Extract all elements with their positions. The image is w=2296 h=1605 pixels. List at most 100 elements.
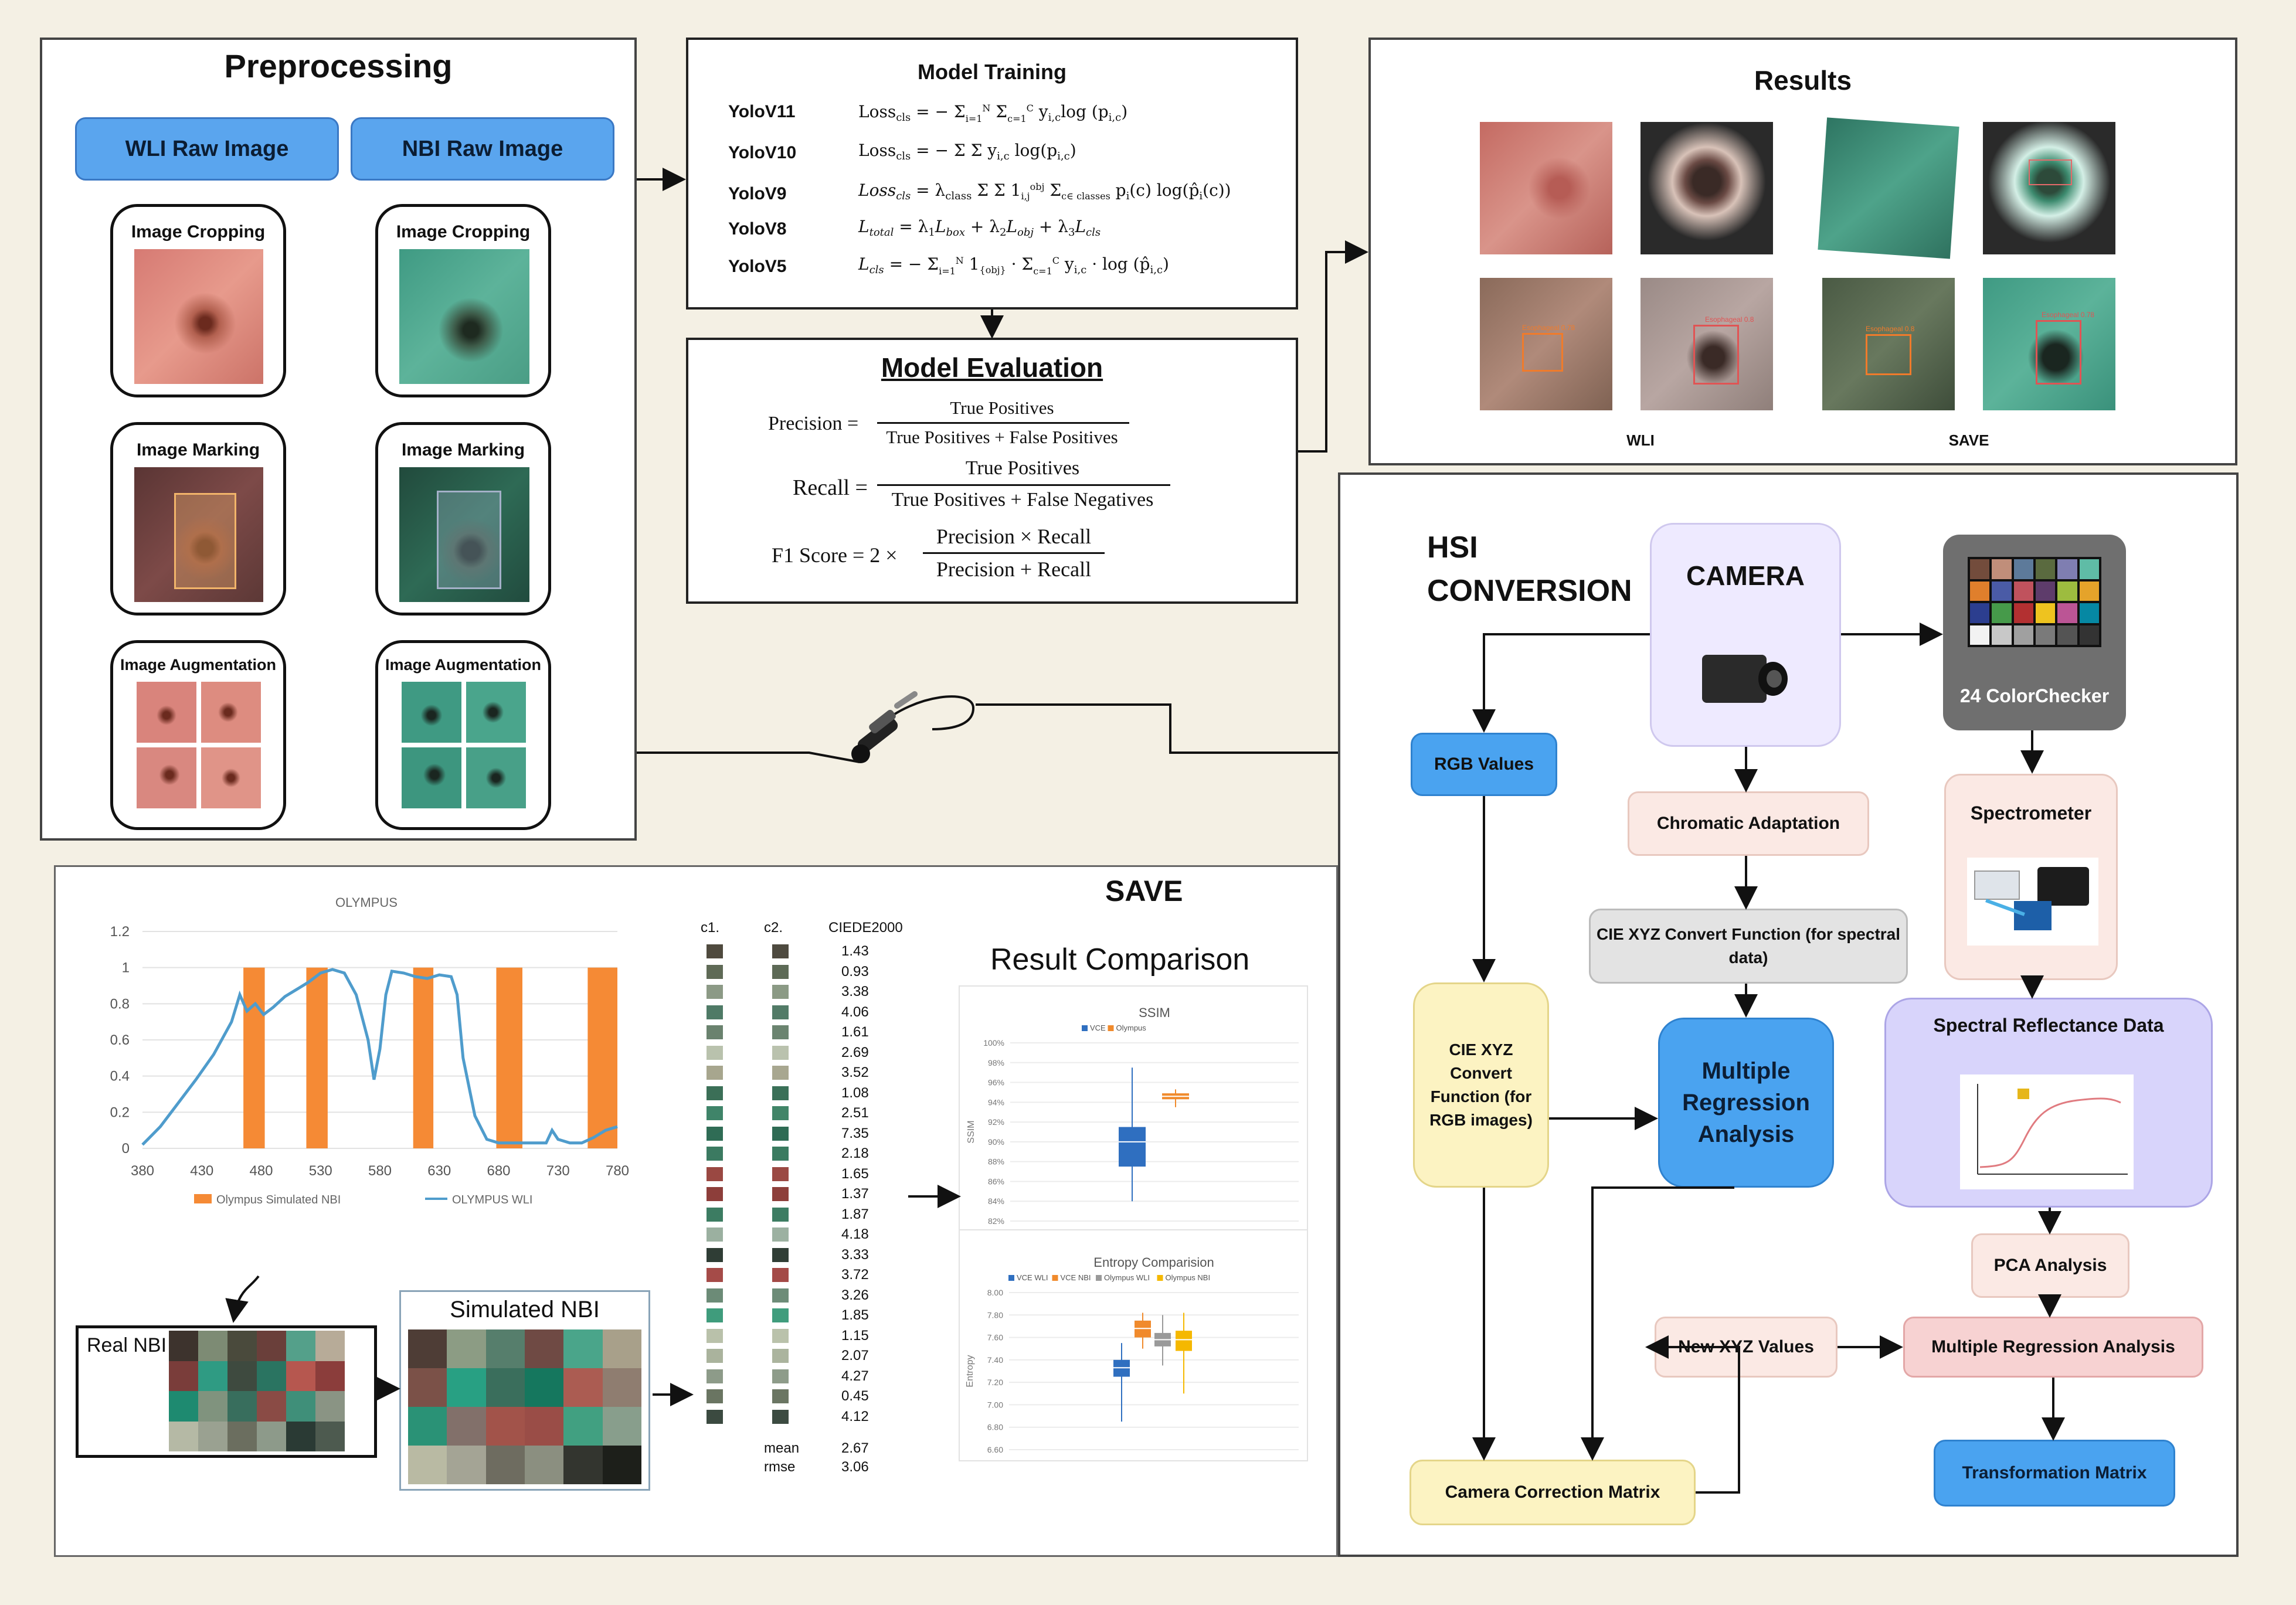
box-y-tick: 7.20	[987, 1378, 1003, 1387]
ciede-value: 4.18	[841, 1226, 869, 1242]
spectrometer-node[interactable]: Spectrometer	[1944, 774, 2118, 980]
camera-label: CAMERA	[1686, 560, 1805, 591]
color-swatch	[707, 1369, 723, 1383]
wli-image-marking-step: Image Marking	[110, 422, 286, 616]
box-y-tick: 6.60	[987, 1445, 1003, 1454]
simulated-nbi-box: Simulated NBI	[399, 1290, 650, 1491]
mra-line: Regression	[1682, 1090, 1810, 1116]
spectral-reflectance-label: Spectral Reflectance Data	[1933, 1015, 2164, 1036]
box-y-tick: 88%	[988, 1157, 1004, 1167]
color-swatch	[707, 1227, 723, 1242]
colorchecker-patch	[2079, 625, 2099, 645]
model-evaluation-panel: Model Evaluation Precision = True Positi…	[686, 338, 1298, 604]
results-save-label: SAVE	[1948, 431, 1989, 449]
multiple-regression-small-node[interactable]: Multiple Regression Analysis	[1903, 1317, 2203, 1378]
f1-denominator: Precision + Recall	[936, 557, 1092, 581]
f1-fraction-bar	[923, 552, 1105, 554]
color-swatch	[707, 1025, 723, 1039]
nbi-patch	[227, 1361, 257, 1391]
color-swatch	[772, 1328, 789, 1343]
nbi-patch	[257, 1361, 286, 1391]
colorchecker-node[interactable]: 24 ColorChecker	[1943, 535, 2126, 730]
color-swatch	[772, 1369, 789, 1383]
ciede-value: 1.37	[841, 1186, 869, 1202]
wli-augmented-image	[137, 747, 196, 808]
nbi-patch	[525, 1446, 564, 1484]
box-legend-label: Olympus NBI	[1166, 1273, 1211, 1282]
colorchecker-grid	[1968, 557, 2101, 647]
results-panel: Results Esophageal 0.78 Esophageal 0.8 E…	[1368, 38, 2237, 465]
colorchecker-patch	[1992, 559, 2012, 579]
cie-rgb-line: CIE XYZ	[1449, 1040, 1513, 1059]
color-swatch	[707, 1328, 723, 1343]
nbi-patch	[227, 1421, 257, 1451]
camera-node[interactable]: CAMERA	[1650, 523, 1841, 747]
legend-nbi-swatch	[194, 1194, 212, 1203]
nbi-patch	[485, 1329, 525, 1368]
nbi-patch	[563, 1446, 603, 1484]
preprocessing-panel: Preprocessing WLI Raw Image NBI Raw Imag…	[40, 38, 637, 841]
colorchecker-patch	[1970, 559, 1990, 579]
ssim-chart-card	[959, 985, 1308, 1230]
spectral-reflectance-node[interactable]: Spectral Reflectance Data	[1884, 998, 2213, 1208]
box-legend-label: VCE NBI	[1061, 1273, 1091, 1282]
mra-small-label: Multiple Regression Analysis	[1931, 1337, 2175, 1356]
multiple-regression-big-node[interactable]: Multiple Regression Analysis	[1658, 1018, 1834, 1188]
wli-image-cropping-step: Image Cropping	[110, 204, 286, 397]
nbi-image-augmentation-step: Image Augmentation	[375, 640, 551, 830]
nbi-raw-image-button[interactable]: NBI Raw Image	[351, 117, 614, 181]
step-label: Image Cropping	[396, 222, 531, 242]
x-tick-label: 730	[546, 1163, 570, 1179]
detection-label: Esophageal 0.8	[1866, 325, 1915, 333]
box-y-tick: 100%	[983, 1038, 1004, 1048]
nbi-patch	[525, 1329, 564, 1368]
color-swatch	[707, 1349, 723, 1363]
wli-raw-image-button[interactable]: WLI Raw Image	[75, 117, 339, 181]
ciede-value: 3.72	[841, 1267, 869, 1283]
nbi-patch	[602, 1446, 641, 1484]
color-swatch	[772, 1126, 789, 1141]
precision-numerator: True Positives	[950, 397, 1054, 418]
nbi-augmented-image	[402, 747, 461, 808]
nbi-patch	[257, 1331, 286, 1361]
ciede-value: 2.51	[841, 1105, 869, 1121]
ciede-value: 7.35	[841, 1125, 869, 1141]
cie-rgb-line: Convert	[1450, 1064, 1512, 1082]
cie-xyz-rgb-node[interactable]: CIE XYZ Convert Function (for RGB images…	[1413, 982, 1549, 1188]
color-swatch	[772, 1268, 789, 1282]
entropy-chart-card	[959, 1229, 1308, 1461]
detection-box	[1693, 325, 1739, 385]
camera-correction-matrix-node[interactable]: Camera Correction Matrix	[1409, 1460, 1696, 1525]
nbi-patch	[563, 1407, 603, 1446]
f1-label: F1 Score = 2 ×	[772, 543, 898, 567]
colorchecker-patch	[1992, 581, 2012, 601]
color-swatch	[707, 1308, 723, 1322]
real-nbi-grid	[169, 1331, 345, 1451]
rmse-label: rmse	[764, 1459, 796, 1475]
color-swatch	[772, 1349, 789, 1363]
nbi-band-bar	[306, 967, 328, 1148]
ciede-value: 3.33	[841, 1246, 869, 1263]
y-tick-label: 1	[122, 960, 130, 976]
color-swatch	[772, 1086, 789, 1100]
camera-icon	[1702, 642, 1790, 706]
result-wli-image	[1641, 122, 1773, 254]
transformation-matrix-node[interactable]: Transformation Matrix	[1934, 1440, 2175, 1507]
chromatic-adaptation-node[interactable]: Chromatic Adaptation	[1628, 791, 1869, 856]
nbi-patch	[525, 1407, 564, 1446]
ciede-value: 0.45	[841, 1388, 869, 1404]
rgb-values-node[interactable]: RGB Values	[1411, 733, 1557, 796]
loss-formulas: Losscls = − Σi=1N Σc=1C yi,clog (pi,c) L…	[858, 102, 1231, 277]
precision-denominator: True Positives + False Positives	[886, 427, 1118, 447]
color-swatch	[772, 1025, 789, 1039]
new-xyz-values-node[interactable]: New XYZ Values	[1655, 1317, 1838, 1378]
color-swatch	[772, 1045, 789, 1060]
nbi-patch	[485, 1368, 525, 1407]
colorchecker-patch	[1970, 603, 1990, 623]
colorchecker-patch	[2079, 581, 2099, 601]
ciede-value: 2.07	[841, 1348, 869, 1363]
svg-text:Losscls = − Σi=1N Σc=1C yi,clo: Losscls = − Σi=1N Σc=1C yi,clog (pi,c)	[858, 102, 1127, 124]
ciede-header: CIEDE2000	[828, 920, 903, 936]
result-save-detection: Esophageal 0.78	[1983, 278, 2115, 410]
detection-box	[2036, 320, 2081, 385]
